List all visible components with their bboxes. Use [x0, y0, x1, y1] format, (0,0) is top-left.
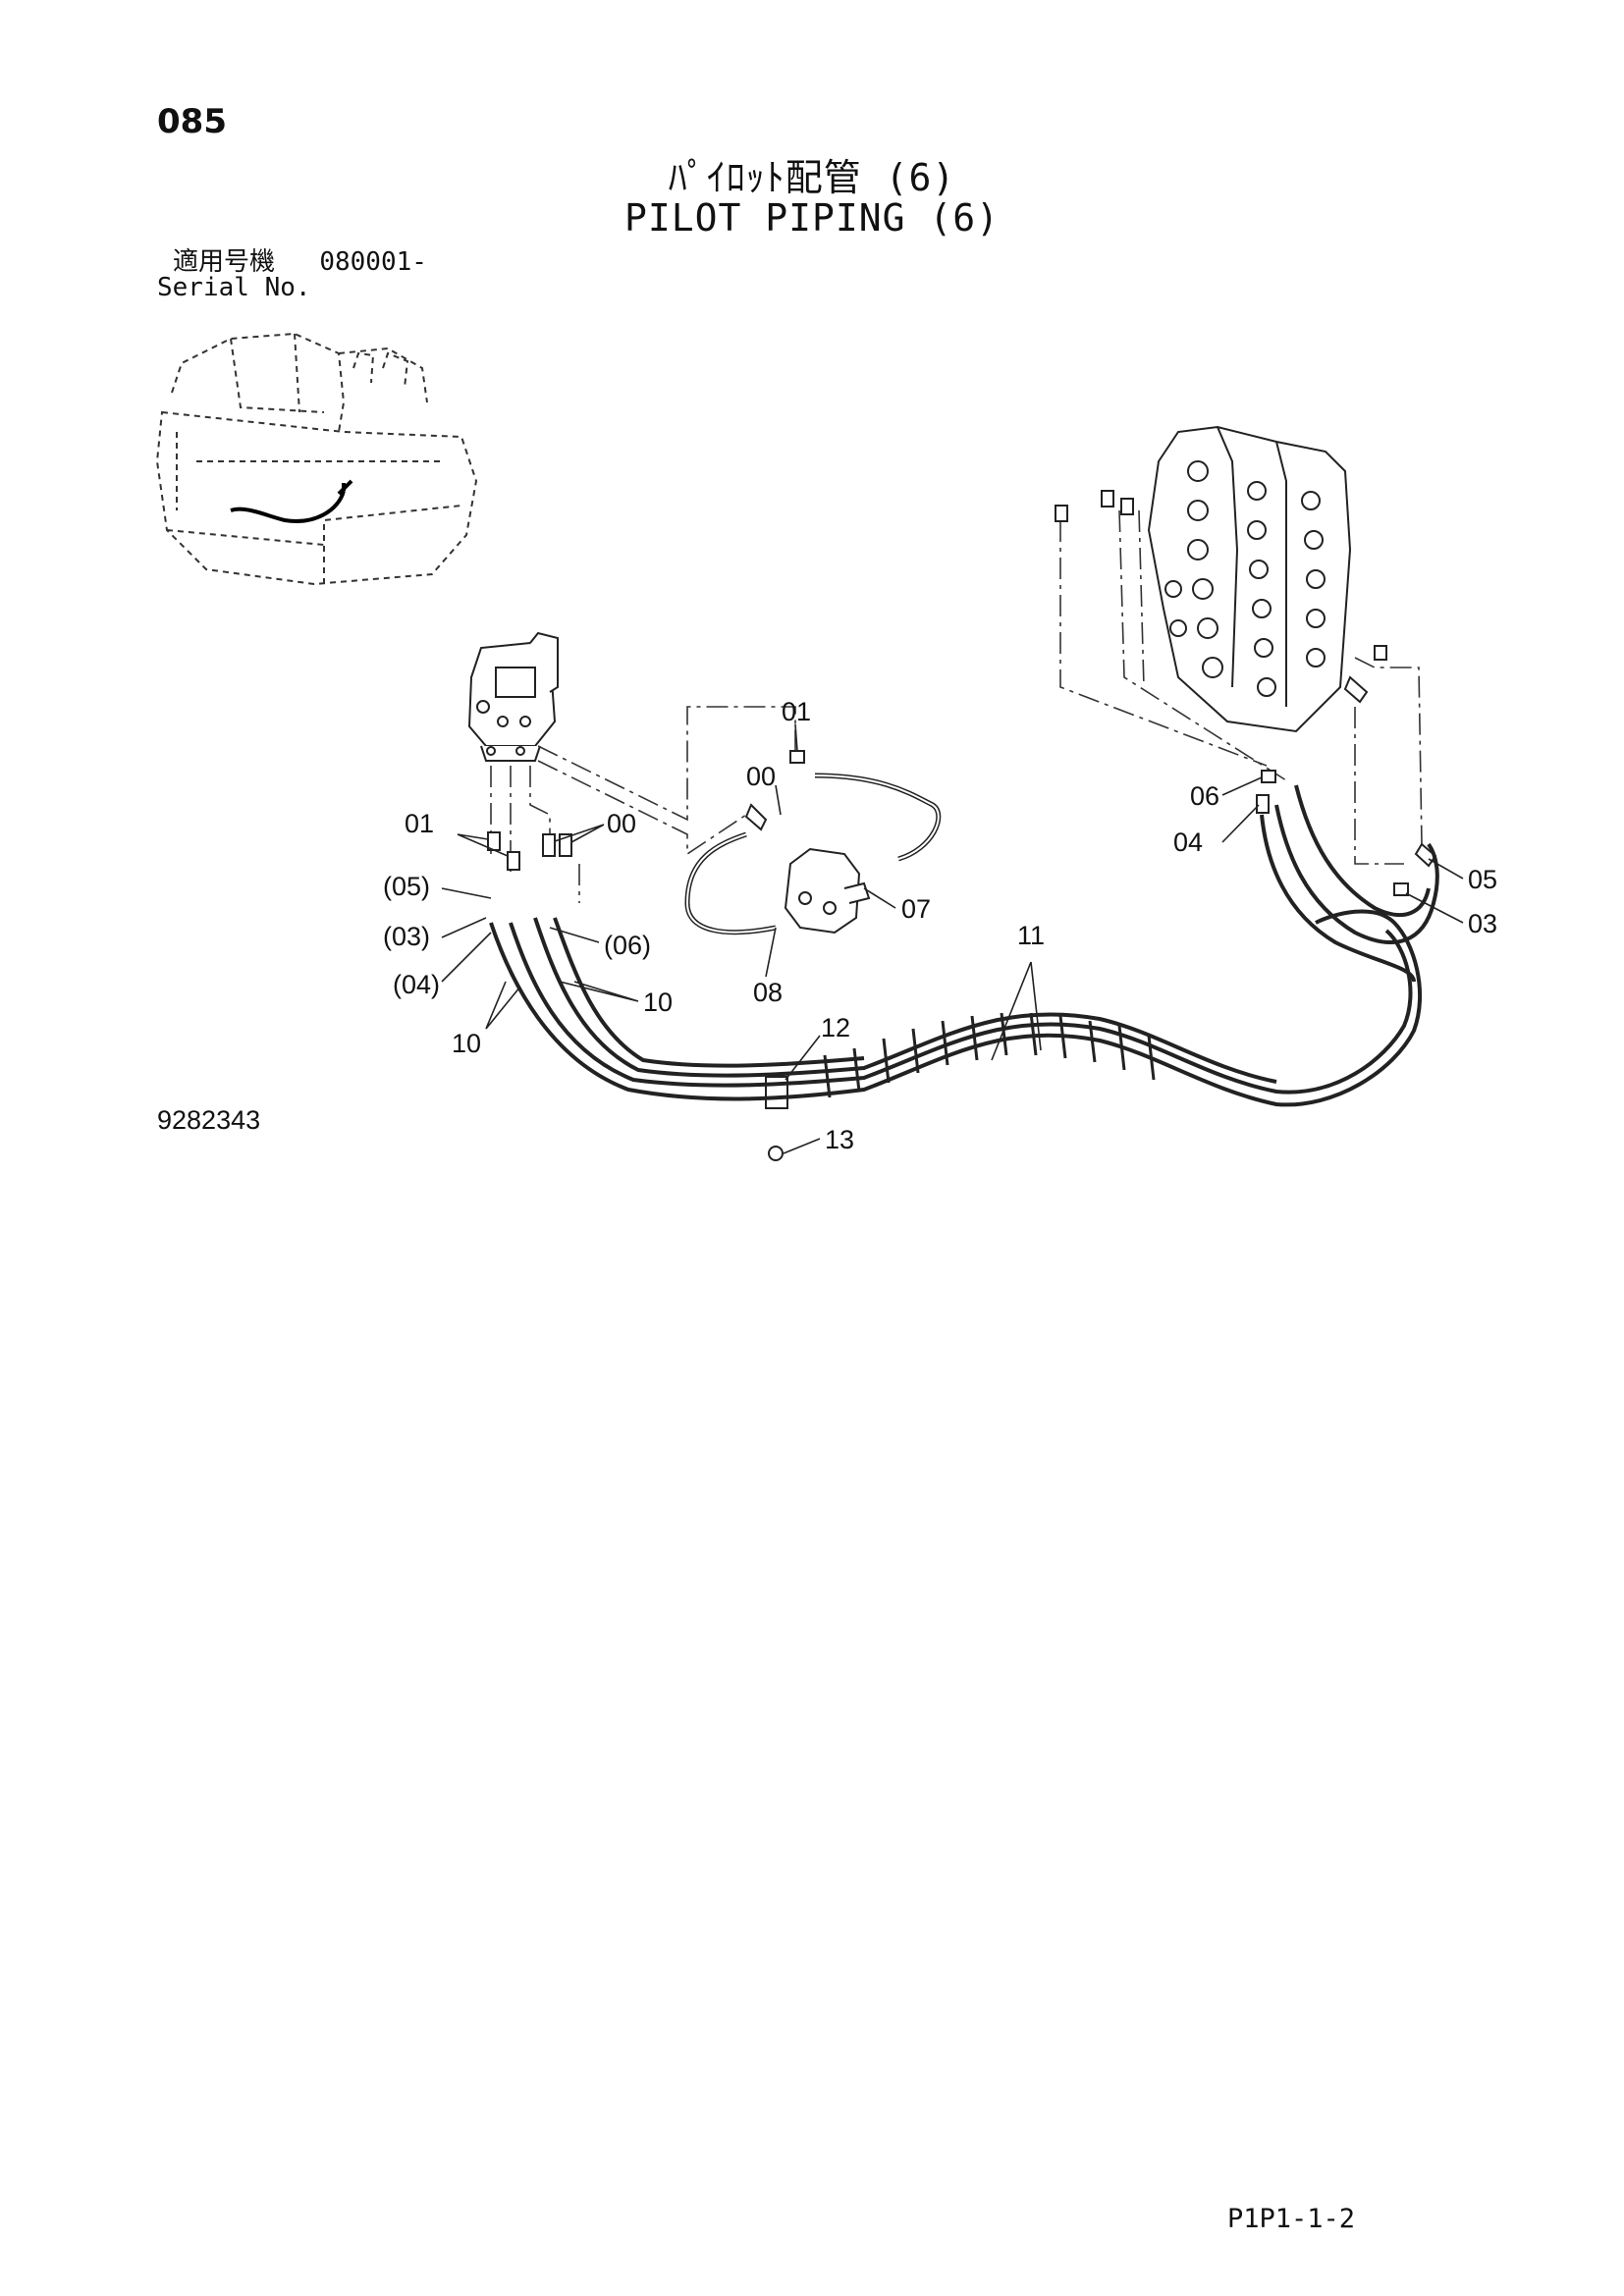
callout-07: 07: [901, 894, 931, 924]
fitting-cv-a: [1055, 505, 1068, 522]
callout-00-left: 00: [607, 809, 636, 838]
fitting-03-right: [1393, 882, 1409, 896]
callout-06-left: (06): [604, 931, 651, 960]
highlighted-piping-thumbnail: [230, 479, 353, 523]
callout-03-right: 03: [1468, 909, 1497, 938]
callout-12: 12: [821, 1013, 850, 1042]
callout-10-right: 10: [643, 988, 673, 1017]
fitting-01-top: [789, 750, 805, 764]
page-title-english: PILOT PIPING (6): [623, 196, 1001, 240]
fitting-cv-d: [1374, 645, 1387, 661]
page-code: P1P1-1-2: [1227, 2204, 1356, 2234]
callout-08: 08: [753, 978, 783, 1007]
page-number: 085: [157, 102, 227, 141]
callout-04-right: 04: [1173, 828, 1203, 857]
fittings: [487, 490, 1437, 1161]
callout-03-left: (03): [383, 922, 430, 951]
bolt-13: [768, 1146, 784, 1161]
clamp-12: [765, 1076, 788, 1109]
fitting-cv-c: [1120, 498, 1134, 515]
fitting-00-top: [744, 803, 768, 831]
fitting-06-right: [1261, 770, 1276, 783]
spiral-wrap: [823, 1012, 1156, 1098]
callout-05-left: (05): [383, 872, 430, 901]
pilot-valve-block: [467, 631, 559, 762]
callout-06-right: 06: [1190, 781, 1219, 811]
callout-10-left: 10: [452, 1029, 481, 1058]
excavator-overview: [155, 332, 478, 586]
serial-info: 適用号機 080001- Serial No.: [157, 249, 427, 300]
callout-01-top: 01: [782, 697, 811, 726]
fitting-01-left-b: [507, 851, 520, 871]
fitting-cv-b: [1101, 490, 1114, 507]
callout-11: 11: [1017, 921, 1045, 950]
leader-lines: [441, 723, 1464, 1154]
page-title-japanese: ﾊﾟｲﾛｯﾄ配管 (6): [668, 156, 956, 199]
callout-05-right: 05: [1468, 865, 1497, 894]
serial-value: 080001-: [319, 247, 427, 277]
callout-00-top: 00: [746, 762, 776, 791]
fitting-00-left-b: [559, 833, 572, 857]
serial-label-english: Serial No.: [157, 273, 311, 302]
main-hose-bundle: [489, 784, 1439, 1107]
fitting-04-right: [1256, 794, 1270, 814]
control-valve: [1147, 425, 1352, 733]
callout-13: 13: [825, 1125, 854, 1154]
callout-labels: 01 00 01 00 (05) (03) (04) (06) 10 10 07…: [383, 697, 1497, 1154]
callout-01-left: 01: [405, 809, 434, 838]
callout-04-left: (04): [393, 970, 440, 999]
alignment-lines: [490, 509, 1423, 903]
shuttle-valve: [784, 847, 871, 934]
serial-label-japanese: 適用号機: [173, 247, 276, 277]
fitting-00-left-a: [542, 833, 556, 857]
drawing-number: 9282343: [157, 1105, 261, 1135]
fitting-cv-e: [1343, 675, 1369, 704]
small-hoses: [684, 773, 942, 935]
